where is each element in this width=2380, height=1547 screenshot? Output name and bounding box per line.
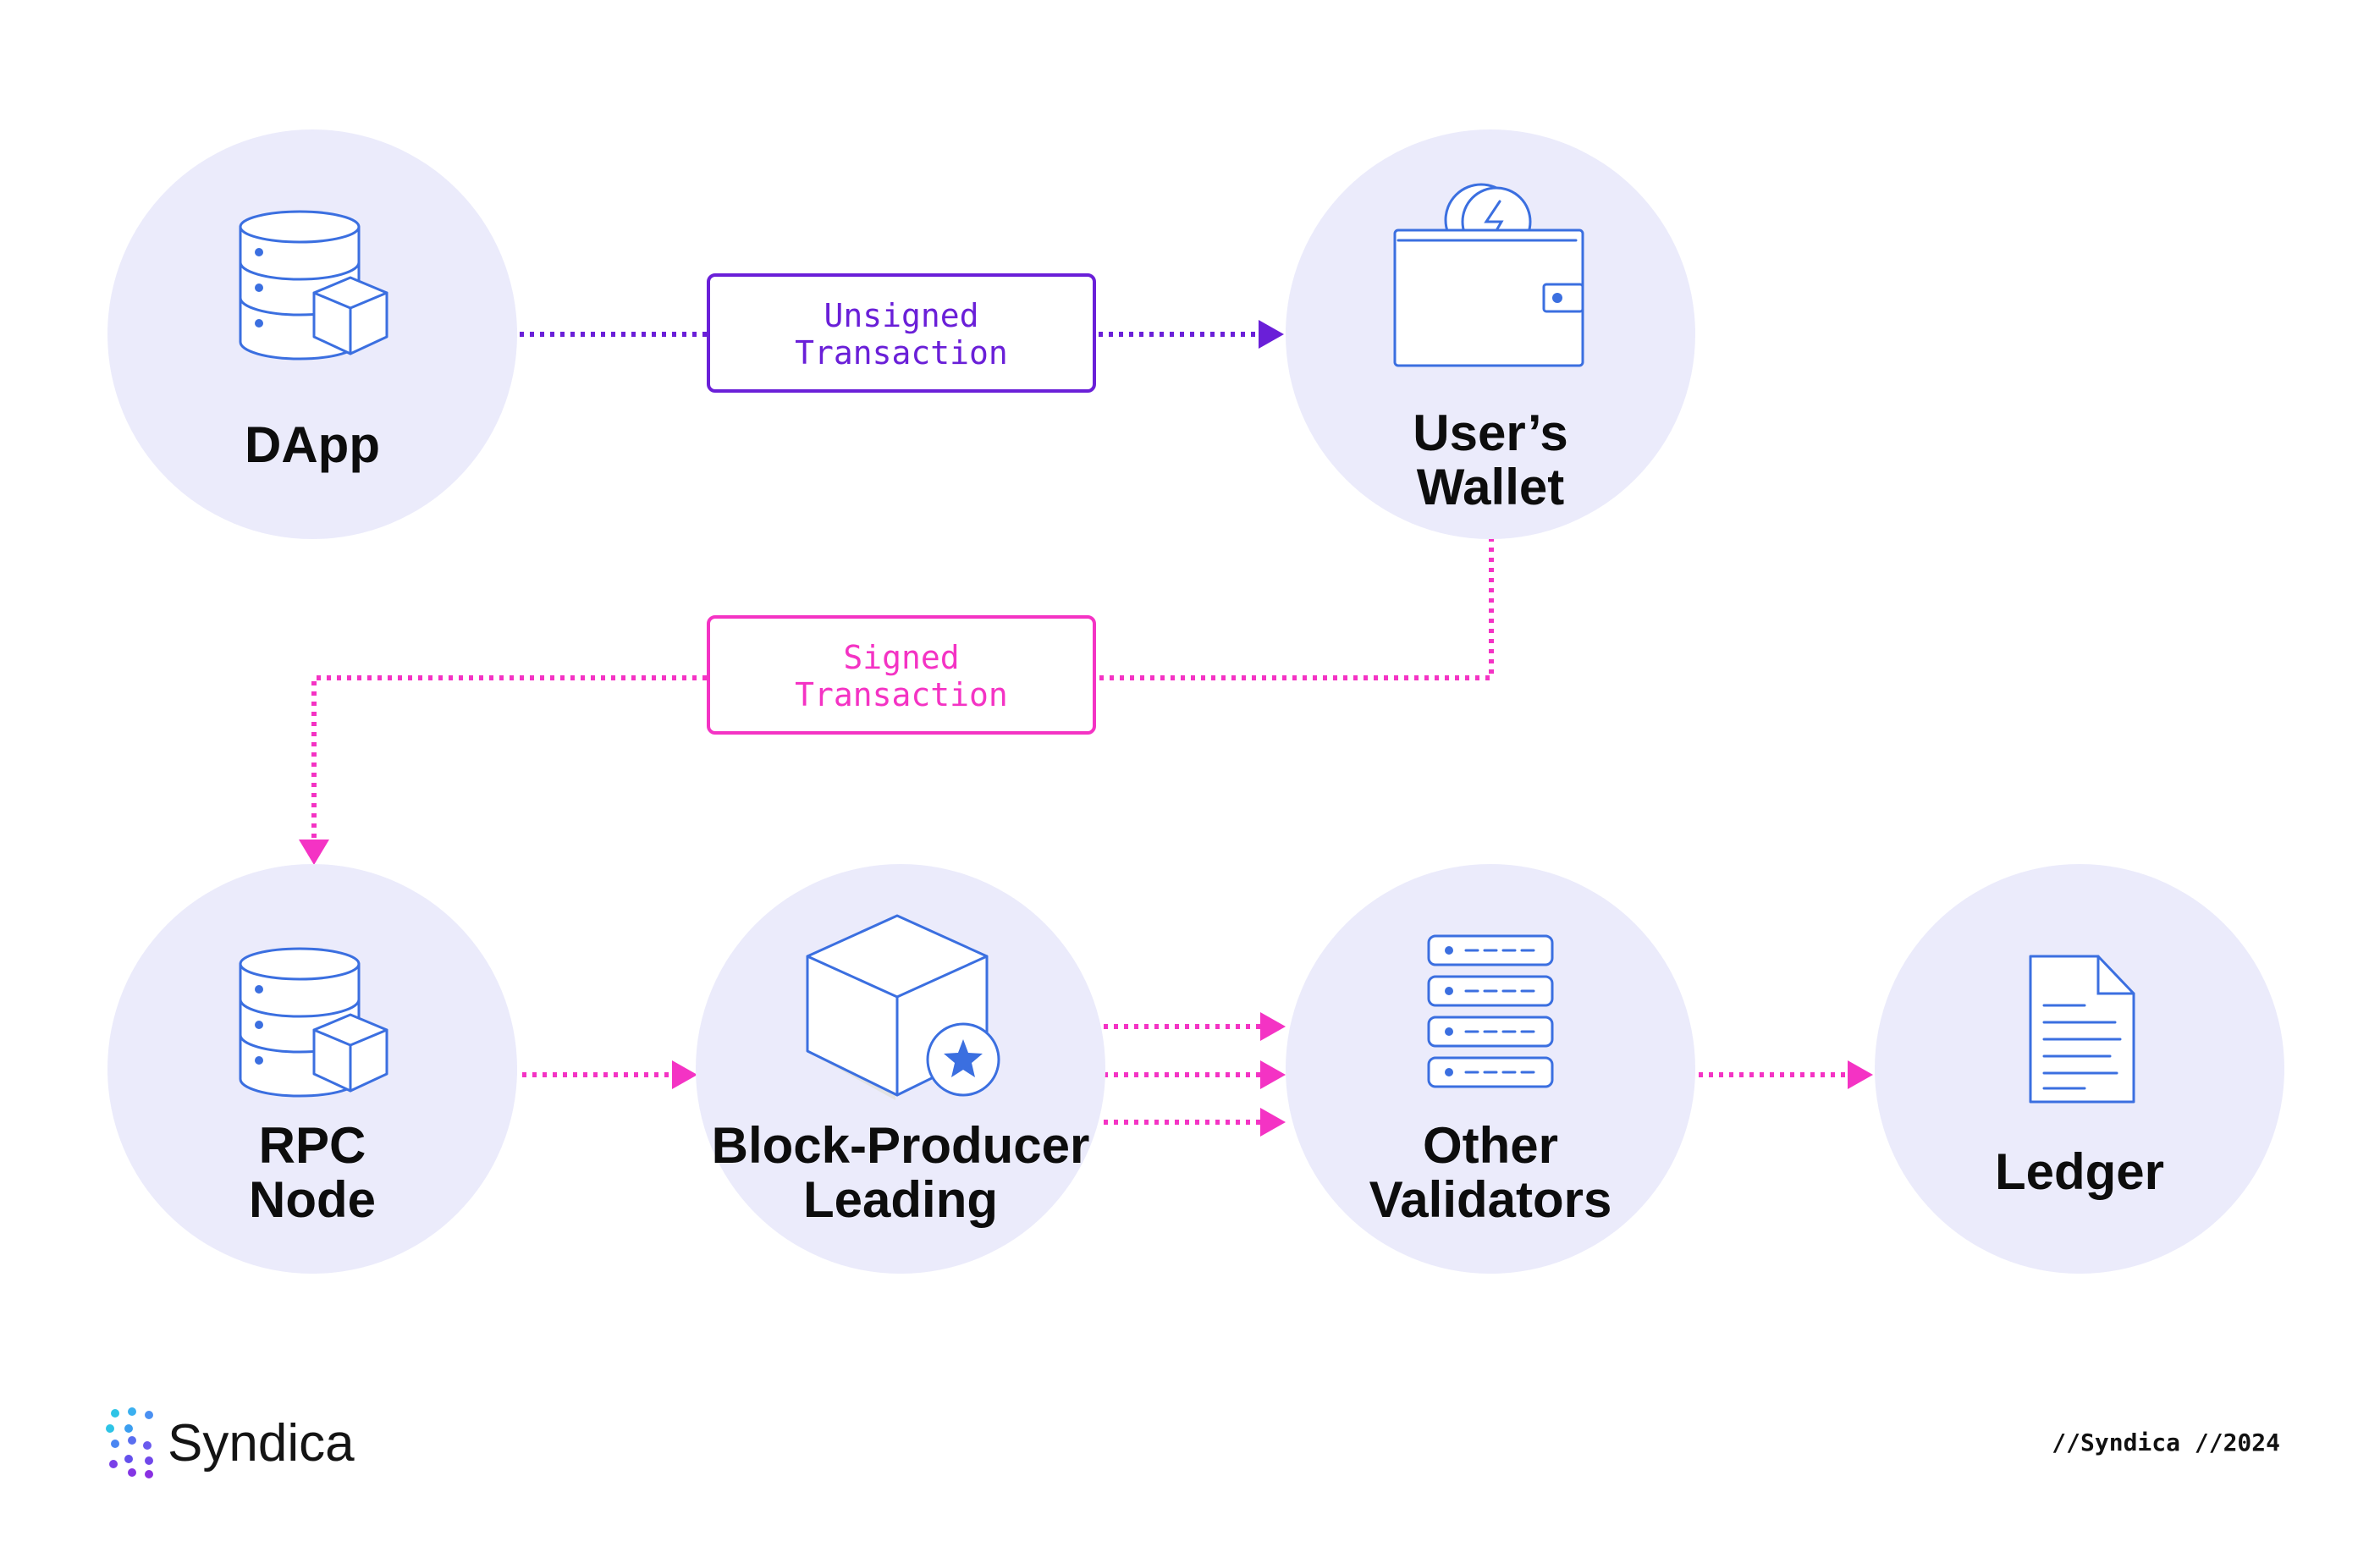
connectors [299, 320, 1873, 1137]
node-rpc: RPC Node [107, 864, 517, 1274]
validators-arrowhead-2 [1260, 1060, 1286, 1089]
node-rpc-label-line2: Node [249, 1171, 376, 1228]
cube-star-icon [806, 914, 1000, 1100]
server-stack-icon [1427, 934, 1554, 1088]
node-validators: Other Validators [1286, 864, 1695, 1274]
node-validators-label-line1: Other [1423, 1117, 1558, 1174]
ledger-arrowhead [1848, 1060, 1873, 1089]
node-producer-label-line1: Block-Producer [712, 1117, 1090, 1174]
wallet-to-label-connector [1099, 537, 1494, 680]
node-ledger-label: Ledger [1995, 1143, 2164, 1200]
star-icon [944, 1039, 983, 1077]
validators-arrowhead-3 [1260, 1108, 1286, 1137]
document-icon [2029, 955, 2135, 1104]
node-wallet-label-line2: Wallet [1417, 459, 1564, 515]
node-producer-label-line2: Leading [803, 1171, 998, 1228]
edge-label-unsigned-line2: Transaction [795, 334, 1008, 372]
edge-label-unsigned: Unsigned Transaction [707, 273, 1096, 393]
rpc-arrowhead [299, 840, 329, 865]
footer: Syndica //Syndica //2024 [106, 1407, 2280, 1478]
node-ledger: Ledger [1875, 864, 2284, 1274]
wallet-icon [1393, 183, 1584, 367]
node-producer: Block-Producer Leading [696, 864, 1105, 1274]
edge-label-signed-line1: Signed [843, 639, 959, 676]
edge-label-signed-line2: Transaction [795, 676, 1008, 713]
syndica-logo-icon [106, 1407, 153, 1478]
node-wallet-label-line1: User’s [1413, 405, 1567, 461]
edge-label-signed: Signed Transaction [707, 615, 1096, 735]
node-validators-label-line2: Validators [1369, 1171, 1612, 1228]
edge-label-unsigned-line1: Unsigned [824, 297, 978, 334]
validators-arrowhead-1 [1260, 1012, 1286, 1041]
node-rpc-label-line1: RPC [259, 1117, 366, 1174]
node-dapp: DApp [107, 129, 517, 539]
edge-label-signed-box [707, 615, 1096, 735]
database-cube-icon [239, 210, 388, 361]
label-to-rpc-connector [311, 675, 707, 840]
wallet-arrowhead [1259, 320, 1284, 349]
footer-tag: //Syndica //2024 [2052, 1429, 2280, 1456]
database-cube-icon [239, 947, 388, 1098]
node-wallet: User’s Wallet [1286, 129, 1695, 539]
producer-arrowhead [672, 1060, 697, 1089]
node-dapp-label: DApp [245, 416, 380, 473]
edge-label-unsigned-box [707, 273, 1096, 393]
brand-name: Syndica [168, 1414, 355, 1473]
